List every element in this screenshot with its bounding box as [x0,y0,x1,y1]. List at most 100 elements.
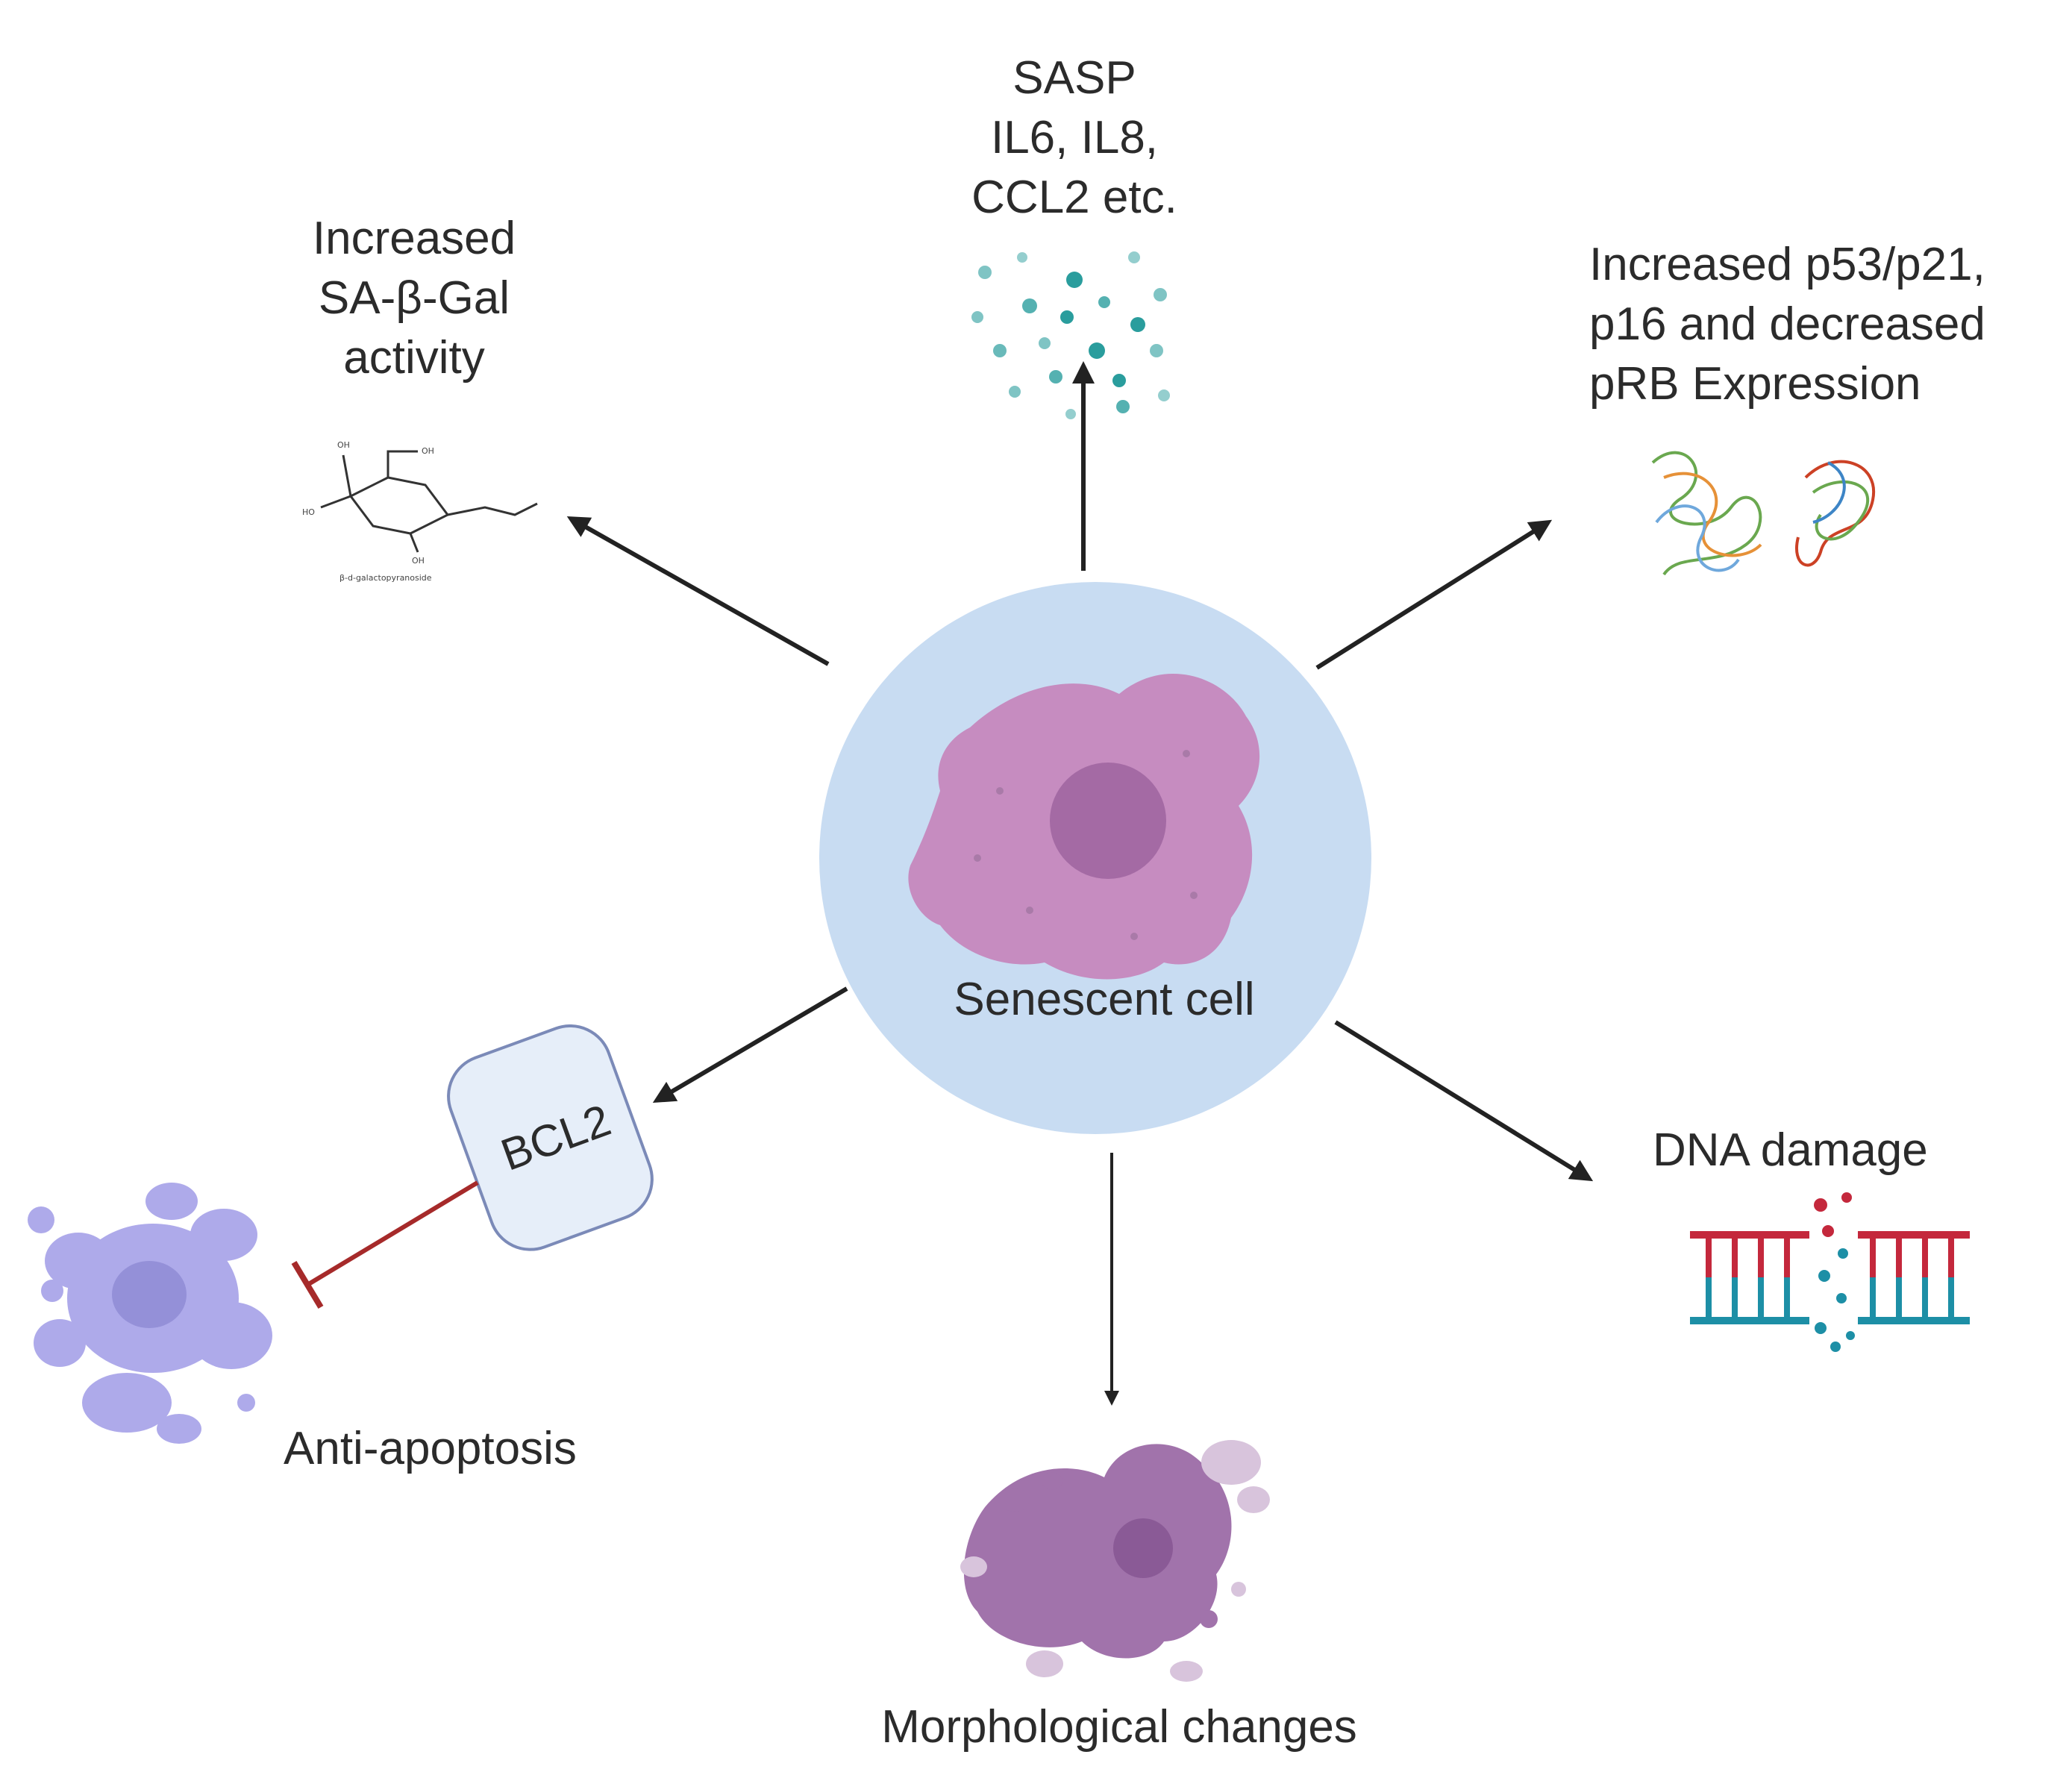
apoptotic-blob [145,1183,198,1220]
chem-label-oh1: OH [337,440,350,450]
sa-beta-gal-line2: SA-β-Gal [319,272,510,324]
cytokine-dot [1017,252,1027,263]
nucleus [1050,763,1166,879]
dna-rungs [1706,1239,1954,1317]
apoptotic-blob [237,1394,255,1412]
cytokine-dot [1039,337,1051,349]
cytokine-dot [1130,317,1145,332]
apoptotic-blob [82,1373,172,1433]
apoptotic-blob [190,1209,257,1261]
dna-fragment [1836,1293,1847,1303]
morphology-cell [960,1440,1270,1682]
morphology-vesicle [960,1556,987,1577]
sasp-label-line2: IL6, IL8, [991,112,1158,163]
cytokine-dot [1060,310,1074,324]
apoptotic-blob [193,1252,225,1285]
senescent-cell: Senescent cell [819,582,1371,1134]
cytokine-dot [978,266,992,279]
bcl2-box [447,1024,654,1251]
cell-granule [974,854,981,862]
cytokine-dot [1154,288,1167,301]
cytokine-dot [1158,389,1170,401]
cytokine-dot [1009,386,1021,398]
chem-label-oh3: OH [412,556,425,566]
protein-ribbon [1812,461,1846,524]
galactoside-ring [348,476,450,535]
dna-fragment [1814,1198,1827,1212]
protein-ribbon [1795,460,1876,567]
morphology-cell-body [963,1444,1232,1659]
arrow-to-sa-beta-gal [566,516,830,666]
apoptotic-blob [190,1302,272,1369]
dna-fragment [1830,1342,1841,1352]
cytokine-dot [1089,342,1105,359]
cell-granule [1130,933,1138,940]
inhibition-line [306,1180,479,1287]
sasp-cytokine-dots [971,251,1170,419]
protein-ribbon [1651,451,1762,576]
morphology-vesicle [1026,1650,1063,1677]
protein-structure-2 [1795,460,1876,567]
dna-break-fragments [1814,1192,1855,1352]
protein-ribbon [1655,504,1740,572]
chem-label-oh2: OH [422,446,434,456]
apoptotic-blob [45,1233,112,1289]
protein-structure-1 [1651,451,1762,576]
cell-granule [1190,892,1198,899]
cytokine-dot [1150,344,1163,357]
apoptotic-blob [157,1414,201,1444]
dna-fragment [1846,1331,1855,1340]
cell-granule [996,787,1004,795]
cytokine-dot [993,344,1007,357]
morphology-vesicle [1042,1472,1062,1490]
apoptotic-blob [41,1280,63,1302]
cytokine-dot [1098,296,1110,308]
cell-granule [1183,750,1190,757]
chem-label-ho: HO [302,507,315,517]
protein-ribbon [1812,481,1870,541]
cytokine-dot [1112,374,1126,387]
morphology-vesicle [1200,1610,1218,1628]
morphology-vesicle [1170,1661,1203,1682]
dna-icon [1690,1192,1970,1352]
center-label: Senescent cell [954,974,1254,1025]
dna-damage-label: DNA damage [1653,1124,1928,1176]
cytokine-dot [971,311,983,323]
dna-fragment [1838,1248,1848,1259]
sasp-label-line1: SASP [1012,52,1136,104]
chem-label-name: β-d-galactopyranoside [339,573,432,583]
galactoside-bond [320,450,538,553]
sa-beta-gal-line1: Increased [313,213,516,264]
sasp-label-line3: CCL2 etc. [971,172,1177,223]
apoptotic-core [112,1261,187,1328]
apoptotic-blob [34,1319,86,1367]
cytokine-dot [1116,400,1130,413]
protein-ribbon [1663,472,1762,557]
morphology-label: Morphological changes [881,1701,1357,1753]
anti-apoptosis-label: Anti-apoptosis [284,1423,577,1474]
galactoside-molecule [320,450,538,553]
dna-fragment [1818,1270,1830,1282]
apoptotic-blob [28,1206,54,1233]
dna-fragment [1815,1322,1827,1334]
cytokine-dot [1128,251,1140,263]
morphology-vesicle [1237,1486,1270,1513]
cytokine-dot [1022,298,1037,313]
arrow-to-bcl2 [652,986,848,1104]
cytokine-dot [1066,272,1083,288]
cytokine-dot [1049,370,1062,384]
sa-beta-gal-line3: activity [343,332,484,384]
arrow-to-dna-damage [1334,1020,1594,1182]
p53-line2: p16 and decreased [1589,298,1985,350]
p53-line3: pRB Expression [1589,358,1921,410]
morphology-vesicle [1000,1488,1030,1512]
dna-fragment [1841,1192,1852,1203]
dna-fragment [1822,1225,1834,1237]
arrow-to-p53 [1315,519,1553,670]
morphology-vesicle [1201,1440,1261,1485]
cell-granule [1026,907,1033,914]
morphology-nucleus [1113,1518,1173,1578]
inhibition-bar [291,1260,324,1309]
